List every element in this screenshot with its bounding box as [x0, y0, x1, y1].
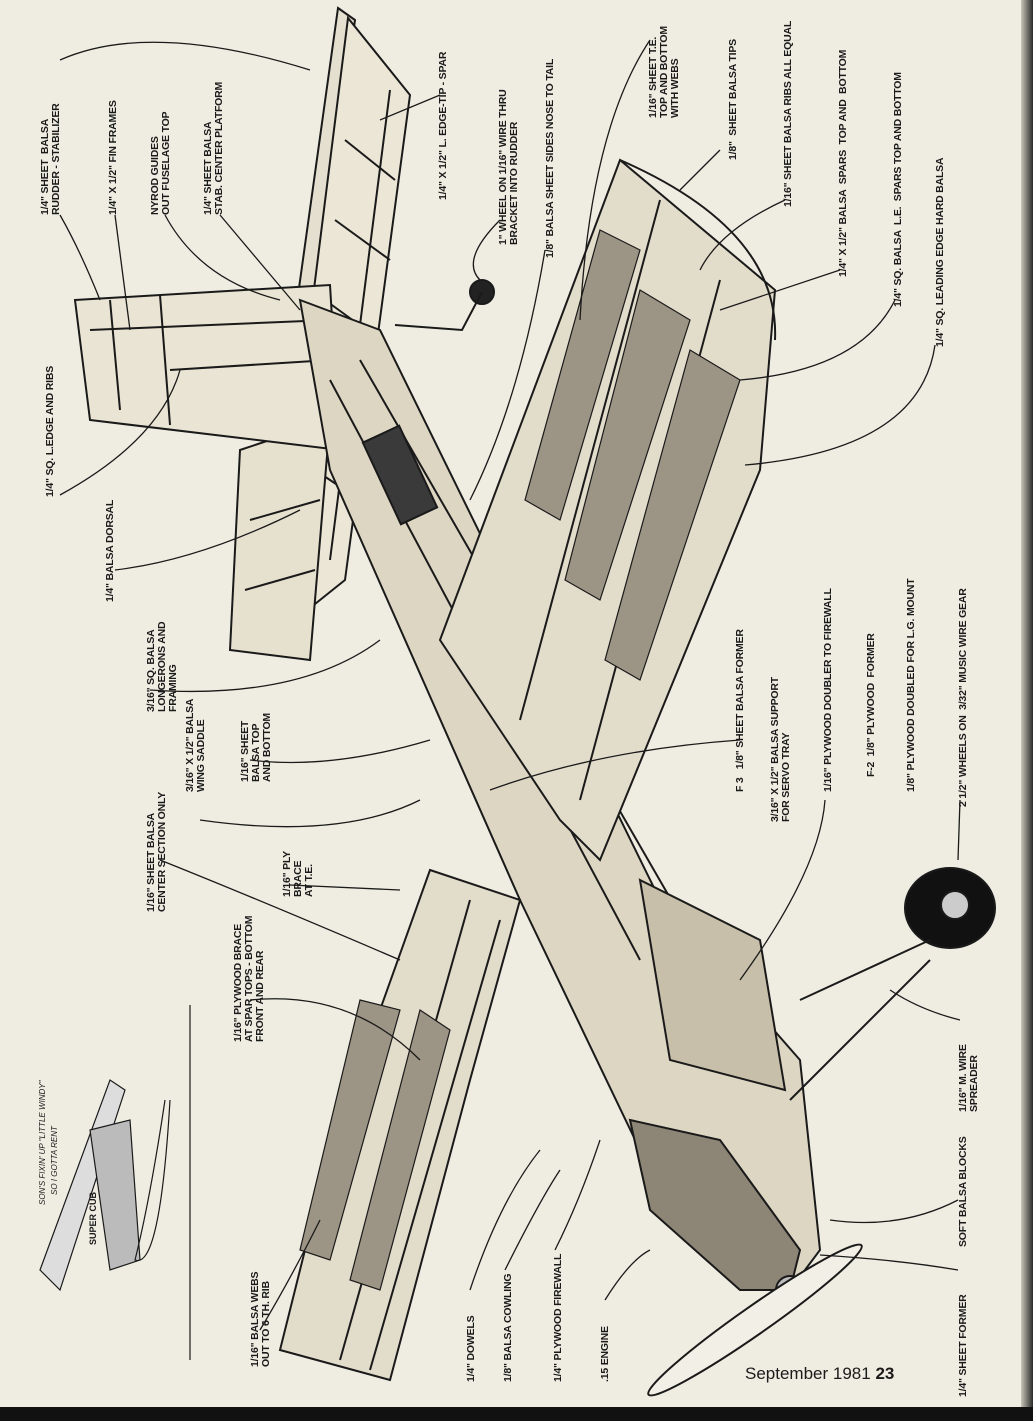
fin-rudder — [73, 279, 495, 452]
callout-label-line: F-2 1/8" PLYWOOD FORMER — [865, 633, 877, 777]
callout-label: 1/4" SHEET FORMER — [957, 1294, 969, 1397]
callout-label: 1/4" PLYWOOD FIREWALL — [552, 1253, 564, 1382]
callout-label: F-2 1/8" PLYWOOD FORMER — [865, 633, 877, 777]
callout-label-line: 1/8" SHEET BALSA TIPS — [727, 39, 739, 160]
callout-label-line: 1/4" SQ. BALSA L.E. SPARS TOP AND BOTTOM — [892, 72, 904, 307]
callout-label: 1/16" SHEET BALSA RIBS ALL EQUAL — [782, 20, 794, 207]
right-wing — [438, 158, 777, 862]
callout-label: 1/4" SQ. BALSA L.E. SPARS TOP AND BOTTOM — [892, 72, 904, 307]
callout-label-line: AT T.E. — [303, 864, 315, 897]
main-landing-gear — [789, 867, 996, 1101]
callout-label: 1/8" SHEET BALSA TIPS — [727, 39, 739, 160]
page-edge — [1021, 0, 1033, 1421]
callout-label: 1/4" X 1/2" BALSA SPARS TOP AND BOTTOM — [837, 49, 849, 277]
scan-border — [0, 1407, 1033, 1421]
callout-label-line: STAB. CENTER PLATFORM — [213, 81, 225, 215]
callout-label: 1/4" BALSA DORSAL — [104, 499, 116, 602]
left-wing — [278, 868, 522, 1382]
callout-label-line: FRAMING — [167, 664, 179, 712]
page-footer: September 1981 23 — [745, 1364, 894, 1384]
callout-label: .15 ENGINE — [599, 1326, 611, 1382]
callout-label-line: 1/8" PLYWOOD DOUBLED FOR L.G. MOUNT — [905, 578, 917, 792]
callout-label: 2 1/2" WHEELS ON 3/32" MUSIC WIRE GEAR — [957, 588, 969, 807]
callout-label-line: 1/4" SQ. LEADING EDGE HARD BALSA — [934, 157, 946, 347]
callout-label: SOFT BALSA BLOCKS — [957, 1136, 969, 1247]
leader-lines — [59, 39, 961, 1331]
callout-label-line: SOFT BALSA BLOCKS — [957, 1136, 969, 1247]
callout-label-line: WITH WEBS — [669, 58, 681, 118]
callout-label: 1/8" BALSA COWLING — [502, 1273, 514, 1382]
callout-label-line: 1/4" X 1/2" BALSA SPARS TOP AND BOTTOM — [837, 49, 849, 277]
callout-label: 1/4" SQ. L.EDGE AND RIBS — [44, 365, 56, 497]
callout-label: 1/4" X 1/2" FIN FRAMES — [107, 100, 119, 215]
callout-label-line: 1/4" SHEET FORMER — [957, 1294, 969, 1397]
callout-label: 1/8" BALSA SHEET SIDES NOSE TO TAIL — [544, 58, 556, 258]
callout-label-line: F 3 1/8" SHEET BALSA FORMER — [734, 629, 746, 792]
callout-label-line: 1/4" X 1/2" L. EDGE-TIP - SPAR — [437, 51, 449, 200]
callout-label: F 3 1/8" SHEET BALSA FORMER — [734, 629, 746, 792]
callout-label-line: 1/16" SHEET BALSA RIBS ALL EQUAL — [782, 20, 794, 207]
callout-label-line: 1/4" DOWELS — [465, 1315, 477, 1382]
callout-label-line: 1/8" BALSA SHEET SIDES NOSE TO TAIL — [544, 58, 556, 258]
page-number: 23 — [875, 1364, 895, 1383]
callout-label-line: FRONT AND REAR — [254, 950, 266, 1042]
cartoon-caption-2: SO I GOTTA RENT — [50, 1126, 59, 1195]
callout-label: 1/4" DOWELS — [465, 1315, 477, 1382]
callout-label-line: OUT TO 6 TH. RIB — [260, 1281, 272, 1367]
issue-date: September 1981 — [745, 1364, 871, 1383]
callout-label-line: BRACKET INTO RUDDER — [508, 121, 520, 245]
callout-label-line: 1/4" PLYWOOD FIREWALL — [552, 1253, 564, 1382]
callout-label-line: SPREADER — [968, 1055, 980, 1112]
cartoon-inset — [39, 1005, 191, 1360]
callout-label: 1/4" SQ. LEADING EDGE HARD BALSA — [934, 157, 946, 347]
callout-label-line: RUDDER - STABILIZER — [50, 103, 62, 215]
callout-label-line: .15 ENGINE — [599, 1326, 611, 1382]
cartoon-caption-1: SON'S FIXIN' UP "LITTLE WINDY" — [38, 1080, 47, 1205]
callout-label-line: WING SADDLE — [195, 719, 207, 792]
callout-label-line: AND BOTTOM — [261, 713, 273, 782]
callout-label-line: 1/4" X 1/2" FIN FRAMES — [107, 100, 119, 215]
callout-label: 1/8" PLYWOOD DOUBLED FOR L.G. MOUNT — [905, 578, 917, 792]
callout-label-line: 1/8" BALSA COWLING — [502, 1273, 514, 1382]
callout-label-line: FOR SERVO TRAY — [780, 732, 792, 822]
callout-label-line: 1/16" PLYWOOD DOUBLER TO FIREWALL — [822, 588, 834, 792]
callout-label-line: 1/4" SQ. L.EDGE AND RIBS — [44, 365, 56, 497]
callout-label-line: 2 1/2" WHEELS ON 3/32" MUSIC WIRE GEAR — [957, 588, 969, 807]
callout-label-line: CENTER SECTION ONLY — [156, 791, 168, 912]
cartoon-plane-name: SUPER CUB — [88, 1191, 98, 1245]
callout-label-line: 1/4" BALSA DORSAL — [104, 499, 116, 602]
callout-label-line: OUT FUSELAGE TOP — [160, 111, 172, 215]
callout-label: 1/4" X 1/2" L. EDGE-TIP - SPAR — [437, 51, 449, 200]
callout-label: 1/16" PLYWOOD DOUBLER TO FIREWALL — [822, 588, 834, 792]
